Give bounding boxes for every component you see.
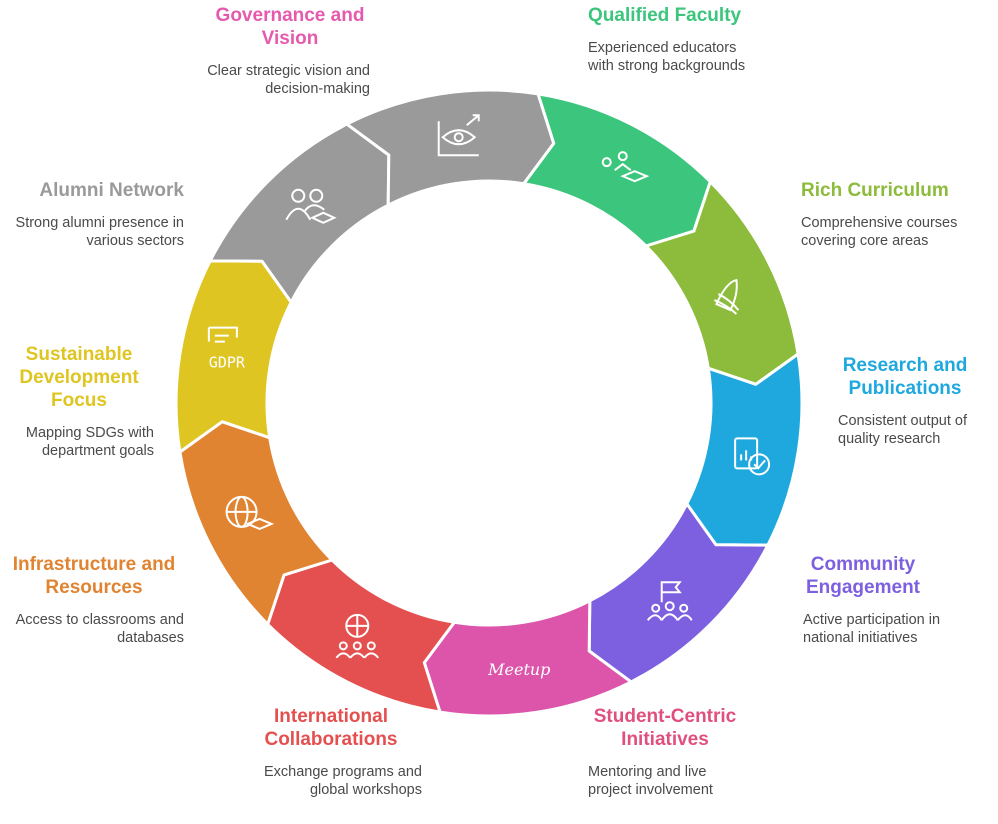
- desc-rich-curriculum: Comprehensive courses covering core area…: [801, 215, 958, 249]
- desc-student-centric: Mentoring and live project involvement: [588, 764, 713, 798]
- title-rich-curriculum: Rich Curriculum: [801, 180, 949, 201]
- label-qualified-faculty: Qualified Faculty Experienced educators …: [588, 4, 778, 75]
- desc-international-collaborations: Exchange programs and global workshops: [264, 764, 422, 798]
- group-flag-icon: [646, 581, 693, 621]
- label-infrastructure-resources: Infrastructure and Resources Access to c…: [4, 553, 184, 647]
- alumni-group-icon: [285, 188, 337, 224]
- title-alumni-network: Alumni Network: [39, 180, 184, 201]
- desc-sustainable-development: Mapping SDGs with department goals: [25, 425, 154, 459]
- title-infrastructure-resources: Infrastructure and Resources: [12, 554, 176, 598]
- title-qualified-faculty: Qualified Faculty: [588, 5, 742, 26]
- label-student-centric: Student-Centric Initiatives Mentoring an…: [588, 705, 768, 799]
- label-rich-curriculum: Rich Curriculum Comprehensive courses co…: [801, 179, 991, 250]
- title-research-publications: Research and Publications: [842, 355, 968, 399]
- label-international-collaborations: International Collaborations Exchange pr…: [240, 705, 422, 799]
- title-international-collaborations: International Collaborations: [264, 706, 398, 750]
- document-check-icon: [734, 437, 771, 476]
- label-research-publications: Research and Publications Consistent out…: [838, 354, 996, 448]
- title-student-centric: Student-Centric Initiatives: [593, 706, 737, 750]
- desc-alumni-network: Strong alumni presence in various sector…: [15, 215, 184, 249]
- gdpr-document-icon: GDPR: [207, 326, 246, 372]
- label-alumni-network: Alumni Network Strong alumni presence in…: [4, 179, 184, 250]
- title-governance-vision: Governance and Vision: [215, 5, 365, 49]
- globe-graduation-cap-icon: [225, 495, 275, 531]
- segment-qualified-faculty: [522, 92, 712, 248]
- eye-vision-icon: [437, 114, 480, 157]
- meetup-icon: Meetup: [487, 660, 550, 679]
- desc-infrastructure-resources: Access to classrooms and databases: [15, 612, 184, 646]
- globe-people-icon: [335, 613, 380, 659]
- label-sustainable-development: Sustainable Development Focus Mapping SD…: [4, 343, 154, 460]
- desc-qualified-faculty: Experienced educators with strong backgr…: [588, 40, 746, 74]
- meetup-icon-text: Meetup: [487, 660, 550, 679]
- desc-governance-vision: Clear strategic vision and decision-maki…: [207, 63, 370, 97]
- label-community-engagement: Community Engagement Active participatio…: [803, 553, 983, 647]
- label-governance-vision: Governance and Vision Clear strategic vi…: [200, 4, 380, 98]
- desc-community-engagement: Active participation in national initiat…: [803, 612, 941, 646]
- segment-governance-vision: [345, 88, 556, 207]
- title-community-engagement: Community Engagement: [805, 554, 921, 598]
- title-sustainable-development: Sustainable Development Focus: [19, 344, 139, 411]
- desc-research-publications: Consistent output of quality research: [838, 413, 967, 447]
- students-graduation-cap-icon: [601, 151, 650, 183]
- segment-research-publications: [685, 352, 804, 547]
- gdpr-icon-text: GDPR: [209, 354, 246, 372]
- open-book-icon: [714, 278, 740, 315]
